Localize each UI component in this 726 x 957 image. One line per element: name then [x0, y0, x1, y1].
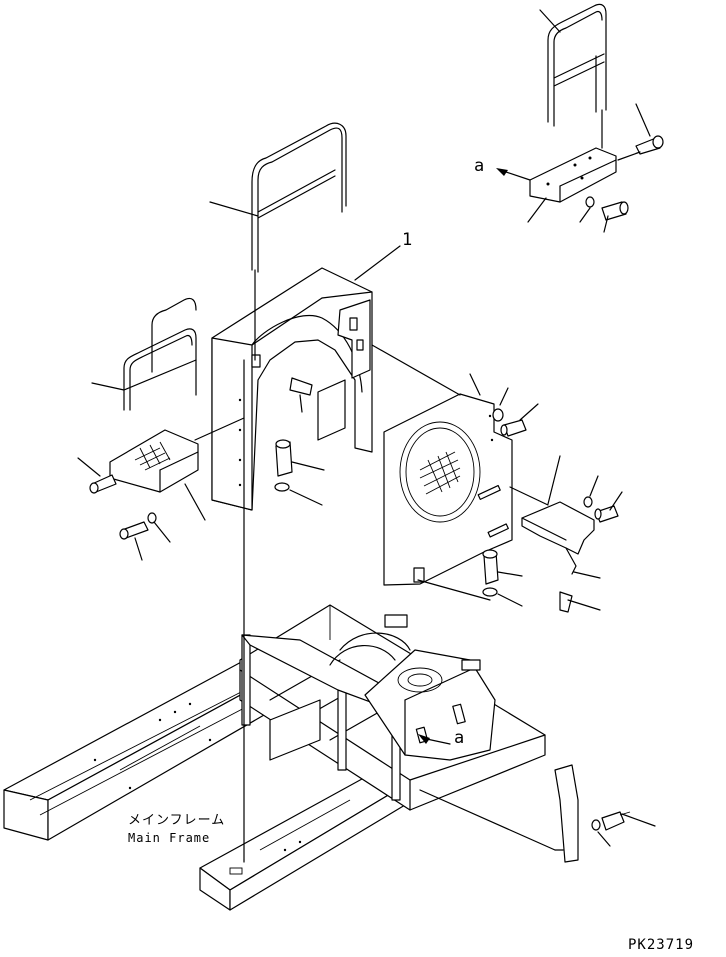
main-frame-label-en: Main Frame [128, 831, 211, 845]
view-callout-a-top: a [474, 156, 485, 176]
view-arrow-a-lower [418, 734, 451, 745]
drawing-number: PK23719 [628, 937, 695, 953]
view-callout-a-lower: a [454, 728, 465, 748]
top-right-step-assembly [496, 3, 664, 233]
left-step-assembly [77, 297, 245, 561]
frame-holes [93, 702, 302, 852]
handrail-center [209, 122, 347, 361]
main-frame-label-jp: メインフレーム [128, 813, 226, 828]
panel-bottom-bolt [417, 549, 523, 607]
center-cover-part-1 [211, 245, 401, 511]
main-frame [3, 604, 656, 911]
right-radiator-panel [371, 344, 539, 586]
right-cover-plate [509, 455, 623, 613]
part-number-1: 1 [402, 230, 413, 250]
center-bolt-washer [274, 439, 325, 506]
